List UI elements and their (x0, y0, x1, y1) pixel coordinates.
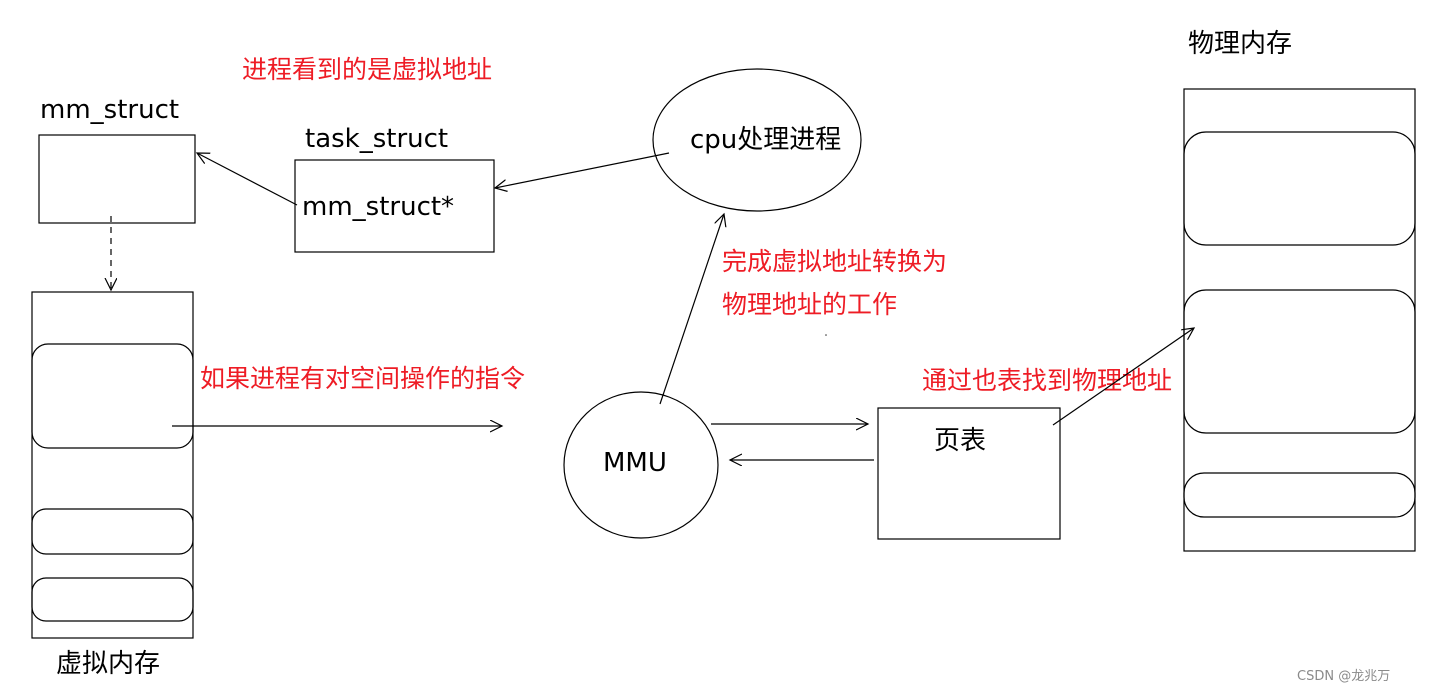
physical-memory-region-2 (1183, 289, 1416, 434)
mmu-label: MMU (603, 448, 667, 478)
physical-memory-column (1183, 88, 1416, 552)
annotation-via-page-table: 通过也表找到物理地址 (922, 366, 1172, 395)
mmu-ellipse (563, 391, 719, 539)
stray-dot (825, 334, 827, 336)
cpu-label: cpu处理进程 (690, 125, 841, 155)
page-table-box (877, 407, 1061, 540)
virtual-memory-region-1 (31, 343, 194, 449)
physical-memory-region-3 (1183, 472, 1416, 518)
arrow-cpu-to-task (495, 152, 670, 188)
arrow-mmu-to-cpu (659, 214, 724, 405)
task-struct-field: mm_struct* (302, 192, 454, 222)
physical-memory-label: 物理内存 (1188, 29, 1292, 59)
page-table-label: 页表 (934, 426, 986, 456)
virtual-memory-region-3 (31, 577, 194, 622)
arrow-task-to-mm (197, 153, 298, 206)
cpu-ellipse (652, 68, 862, 212)
task-struct-title: task_struct (305, 124, 448, 154)
annotation-mmu-role-line1: 完成虚拟地址转换为 (722, 247, 947, 276)
mm-struct-box (38, 134, 196, 224)
mm-struct-title: mm_struct (40, 95, 179, 125)
virtual-memory-label: 虚拟内存 (56, 649, 160, 679)
virtual-memory-column (31, 291, 194, 639)
annotation-mmu-role-line2: 物理地址的工作 (722, 290, 897, 319)
annotation-process-sees: 进程看到的是虚拟地址 (242, 55, 492, 84)
task-struct-box (294, 159, 495, 253)
arrow-page-table-to-physical (1052, 328, 1194, 426)
virtual-memory-region-2 (31, 508, 194, 555)
physical-memory-region-1 (1183, 131, 1416, 246)
watermark: CSDN @龙兆万 (1297, 669, 1390, 684)
annotation-if-process-op: 如果进程有对空间操作的指令 (200, 364, 525, 393)
